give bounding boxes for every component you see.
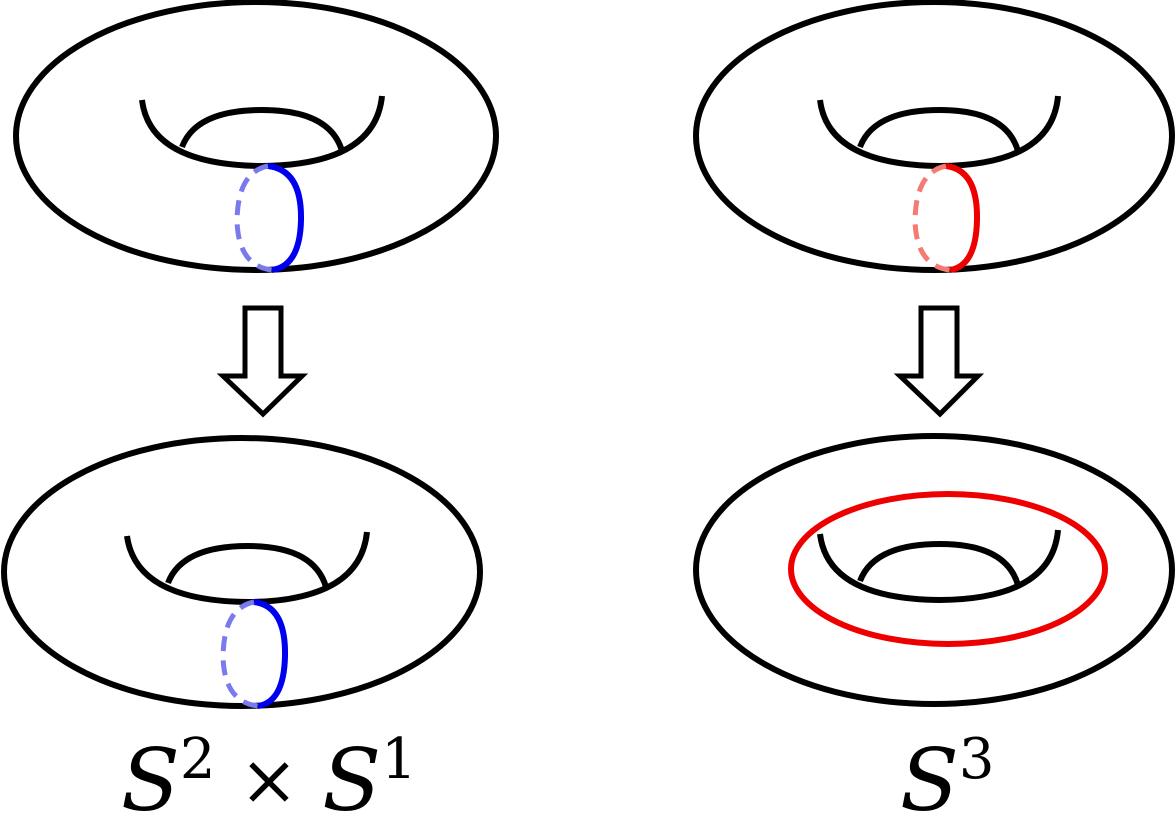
meridian-loop-hidden: [912, 163, 951, 273]
longitude-loop: [788, 491, 1108, 647]
meridian-loop-hidden: [234, 163, 273, 273]
label-symbol: S: [322, 731, 382, 831]
torus-bottom-right: [693, 433, 1175, 707]
torus-outer-edge: [693, 0, 1175, 273]
label-exponent: 1: [381, 727, 417, 792]
label-symbol: S: [900, 731, 959, 831]
meridian-loop-visible: [945, 163, 981, 273]
torus-outer-edge: [1, 435, 483, 709]
torus-bottom-left: [1, 435, 483, 709]
label-s3: S3: [900, 732, 995, 825]
meridian-loop-visible: [267, 163, 305, 273]
label-exponent: 2: [179, 727, 216, 792]
label-symbol: S: [121, 731, 180, 831]
torus-hole-lower-arc: [817, 95, 1061, 170]
down-arrow-right: [893, 305, 985, 418]
torus-hole-upper-arc: [857, 106, 1021, 152]
torus-hole-upper-arc: [857, 540, 1021, 586]
torus-hole-upper-arc: [165, 542, 329, 588]
torus-outer-edge: [13, 0, 499, 273]
label-times-operator: ×: [239, 739, 299, 821]
torus-hole-lower-arc: [817, 529, 1061, 604]
down-arrow-left: [216, 305, 309, 418]
torus-top-left: [13, 0, 499, 273]
label-exponent: 3: [958, 727, 995, 792]
torus-hole-lower-arc: [124, 531, 370, 606]
label-s2-times-s1: S2×S1: [121, 732, 417, 825]
torus-hole-lower-arc: [139, 95, 385, 170]
meridian-loop-hidden: [220, 599, 259, 709]
torus-outer-edge: [693, 433, 1175, 707]
torus-top-right: [693, 0, 1175, 273]
meridian-loop-visible: [253, 599, 289, 709]
torus-hole-upper-arc: [179, 106, 345, 152]
